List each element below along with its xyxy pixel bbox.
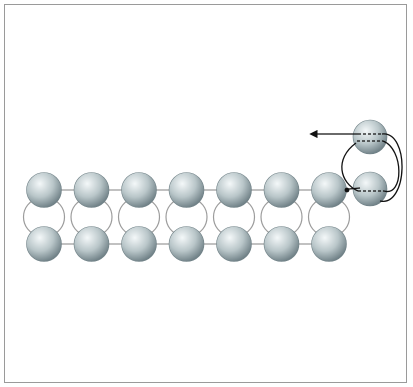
bead xyxy=(311,172,347,208)
bead xyxy=(121,172,157,208)
bead xyxy=(73,172,110,208)
thread-loop-left-side xyxy=(341,142,359,192)
bead xyxy=(26,172,62,208)
bead xyxy=(26,226,62,262)
bead xyxy=(216,172,252,208)
bead xyxy=(311,226,347,262)
thread-knot xyxy=(344,187,350,193)
bead-group xyxy=(26,119,388,262)
thread-loop-outer xyxy=(379,133,403,202)
new-bead-top xyxy=(352,119,388,155)
bead xyxy=(168,172,205,208)
bead xyxy=(121,226,157,262)
bead xyxy=(263,172,300,208)
active-thread-group xyxy=(309,129,403,202)
bead xyxy=(263,226,300,262)
bead xyxy=(168,226,205,262)
bead xyxy=(73,226,110,262)
thread-loop-right-side xyxy=(382,140,400,192)
bead xyxy=(216,226,252,262)
